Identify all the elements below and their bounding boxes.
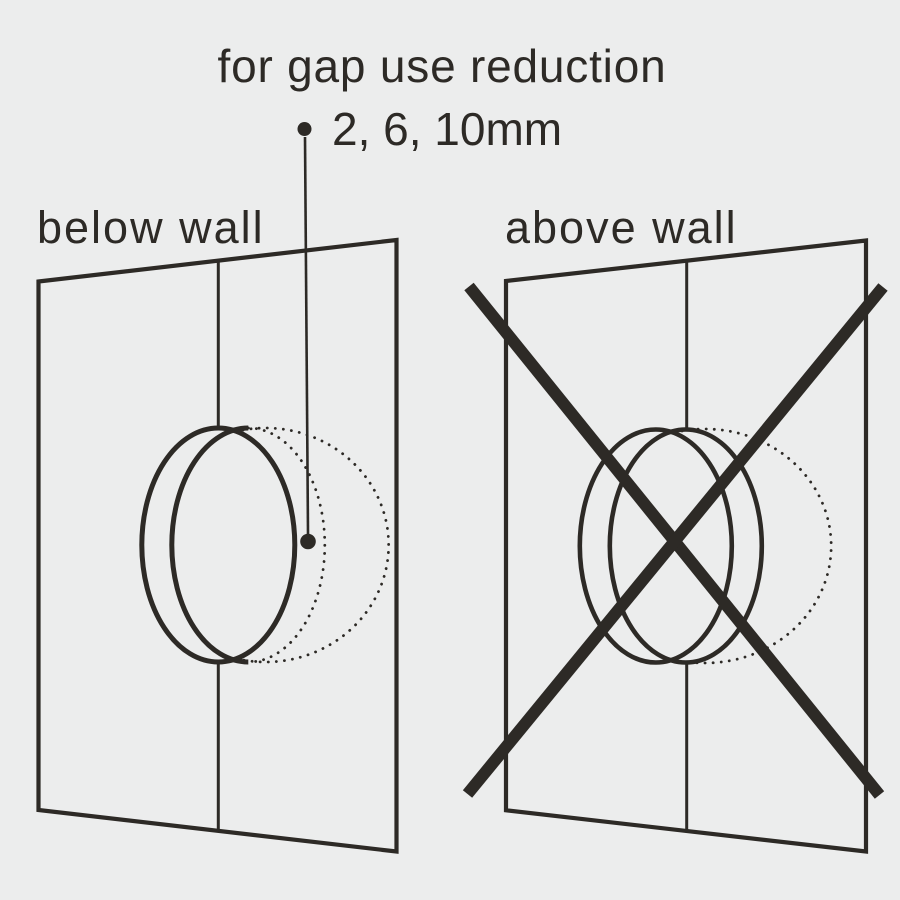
panel-below-wall: below wall xyxy=(36,202,399,854)
socket-back-rim-hidden xyxy=(246,426,327,664)
leader-end-dot xyxy=(300,533,316,550)
socket-front-face xyxy=(577,427,735,665)
panel-label-below-wall: below wall xyxy=(37,202,265,253)
annotation-values: 2, 6, 10mm xyxy=(332,103,562,155)
cross-out-line-2 xyxy=(462,283,888,798)
wall-panel-outline xyxy=(36,237,399,854)
socket-front-face xyxy=(139,425,298,665)
annotation-heading: for gap use reduction xyxy=(218,40,667,92)
panel-above-wall: above wall xyxy=(462,202,888,854)
socket-back-rim-solid xyxy=(169,425,249,665)
socket-back-rim xyxy=(607,427,765,665)
recess-hidden-outline xyxy=(241,426,390,664)
wall-panel-outline xyxy=(503,238,869,854)
annotation-bullet-dot xyxy=(297,122,312,136)
cross-out-x xyxy=(462,282,888,799)
panel-label-above-wall: above wall xyxy=(505,202,738,253)
leader-line xyxy=(303,136,310,535)
